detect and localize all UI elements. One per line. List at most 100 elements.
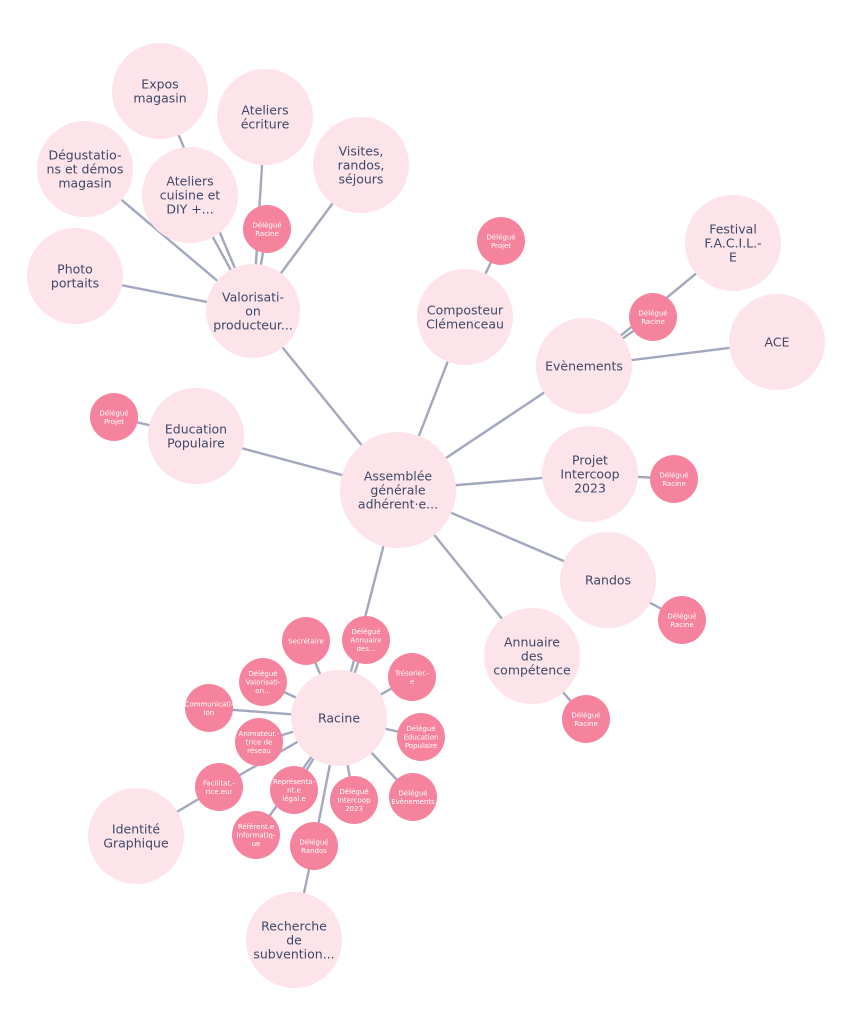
node-circle[interactable]	[243, 205, 291, 253]
node-circle[interactable]	[112, 43, 208, 139]
node-evenements[interactable]: Evènements	[536, 318, 632, 414]
node-label: F.A.C.I.L.-	[704, 236, 761, 251]
node-visites[interactable]: Visites,randos,séjours	[313, 117, 409, 213]
node-label: écriture	[241, 117, 290, 132]
node-circle[interactable]	[484, 608, 580, 704]
node-label: Délégué	[638, 309, 667, 317]
node-circle[interactable]	[417, 269, 513, 365]
node-label: nt.e	[287, 787, 301, 795]
node-valorisation[interactable]: Valorisati-onproducteur...	[206, 264, 300, 358]
node-label: ACE	[765, 335, 790, 350]
node-circle[interactable]	[195, 763, 243, 811]
node-circle[interactable]	[477, 217, 525, 265]
node-ace[interactable]: ACE	[729, 294, 825, 390]
node-label: Annuaire	[350, 637, 381, 645]
node-tresorier[interactable]: Trésorier.-e	[388, 653, 436, 701]
node-label: 2023	[574, 481, 606, 496]
node-circle[interactable]	[239, 658, 287, 706]
node-circle[interactable]	[217, 69, 313, 165]
node-label: Racine	[574, 720, 598, 728]
node-racine[interactable]: Racine	[291, 670, 387, 766]
node-circle[interactable]	[389, 773, 437, 821]
node-delegue-valorisation[interactable]: DéléguéValorisati-on...	[239, 658, 287, 706]
node-circle[interactable]	[282, 617, 330, 665]
node-label: informatiq-	[237, 832, 276, 840]
node-label: Projet	[104, 418, 124, 426]
node-label: Racine	[318, 711, 360, 726]
node-circle[interactable]	[562, 695, 610, 743]
node-label: Populaire	[405, 742, 437, 750]
node-circle[interactable]	[291, 670, 387, 766]
node-label: Projet	[572, 453, 608, 468]
node-circle[interactable]	[650, 455, 698, 503]
node-circle[interactable]	[658, 596, 706, 644]
node-circle[interactable]	[235, 718, 283, 766]
node-circle[interactable]	[37, 121, 133, 217]
node-label: Composteur	[427, 303, 504, 318]
node-circle[interactable]	[90, 393, 138, 441]
node-circle[interactable]	[148, 388, 244, 484]
node-circle[interactable]	[342, 616, 390, 664]
node-label: Projet	[491, 242, 511, 250]
node-circle[interactable]	[330, 776, 378, 824]
node-assemblee[interactable]: Assembléegénéraleadhérent·e...	[340, 432, 456, 548]
node-delegue-annuaire[interactable]: DéléguéAnnuairedes...	[342, 616, 390, 664]
node-label: réseau	[247, 747, 271, 755]
node-label: Délégué	[248, 670, 277, 678]
node-secretaire[interactable]: Secrétaire	[282, 617, 330, 665]
node-circle[interactable]	[388, 653, 436, 701]
node-circle[interactable]	[536, 318, 632, 414]
node-recherche[interactable]: Recherchedesubvention...	[246, 892, 342, 988]
node-circle[interactable]	[246, 892, 342, 988]
node-circle[interactable]	[560, 532, 656, 628]
node-label: Ateliers	[241, 103, 288, 118]
node-circle[interactable]	[729, 294, 825, 390]
node-facilitateur[interactable]: Facilitat.-rice.eur	[195, 763, 243, 811]
node-circle[interactable]	[290, 822, 338, 870]
node-communication[interactable]: Communicati-ion	[185, 684, 234, 732]
node-circle[interactable]	[397, 713, 445, 761]
node-circle[interactable]	[340, 432, 456, 548]
node-circle[interactable]	[685, 195, 781, 291]
node-label: randos,	[338, 158, 385, 173]
node-circle[interactable]	[313, 117, 409, 213]
node-circle[interactable]	[88, 788, 184, 884]
node-label: E	[729, 250, 737, 265]
node-label: Annuaire	[504, 635, 560, 650]
node-circle[interactable]	[542, 426, 638, 522]
node-circle[interactable]	[206, 264, 300, 358]
node-circle[interactable]	[232, 811, 280, 859]
node-circle[interactable]	[142, 147, 238, 243]
node-circle[interactable]	[185, 684, 233, 732]
node-circle[interactable]	[629, 293, 677, 341]
node-label: magasin	[133, 91, 186, 106]
node-randos[interactable]: Randos	[560, 532, 656, 628]
node-circle[interactable]	[270, 766, 318, 814]
node-circle[interactable]	[27, 228, 123, 324]
